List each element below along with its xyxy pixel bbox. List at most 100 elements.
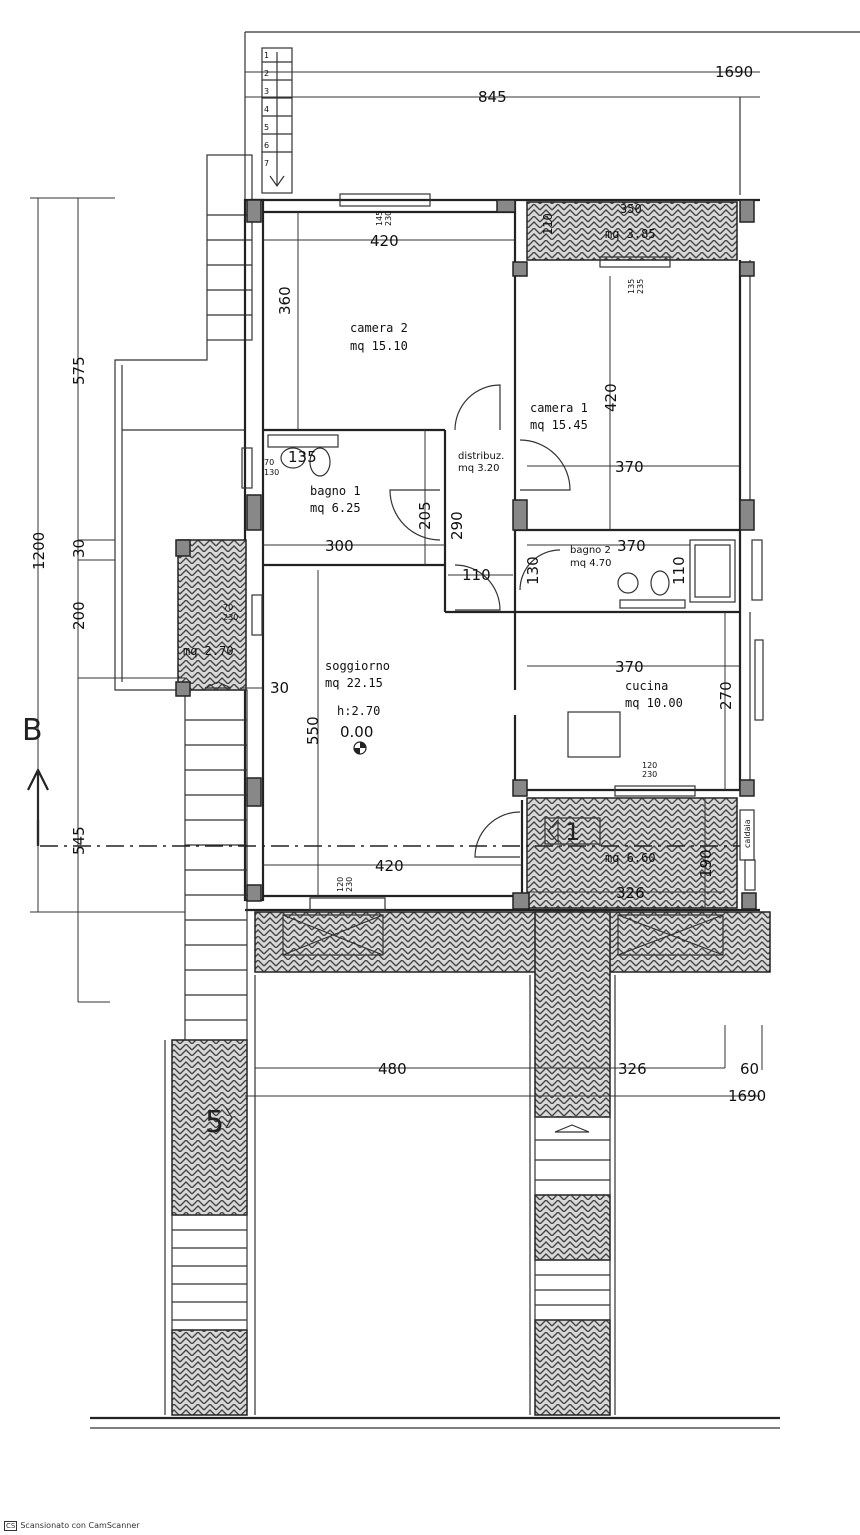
window-5-height: 230 (345, 877, 354, 892)
room-area-camera1: mq 15.45 (530, 418, 588, 432)
fixtures (267, 434, 764, 891)
window-4-width: 70 (223, 603, 233, 612)
window-1-height: 230 (384, 211, 393, 226)
dim-130: 130 (524, 556, 542, 585)
dim-420-soggiorno: 420 (375, 857, 404, 875)
center-staircase (534, 1116, 611, 1321)
dim-326-bottom: 326 (618, 1060, 647, 1078)
room-name-cucina: cucina (625, 679, 668, 693)
windows (241, 193, 696, 911)
dim-290: 290 (448, 511, 466, 540)
window-3-height: 130 (264, 468, 279, 477)
dim-420-camera1: 420 (602, 383, 620, 412)
dim-200: 200 (70, 601, 88, 630)
pillar-column-center (534, 911, 611, 1118)
stair-step-numbers: 1 2 3 4 5 6 7 (264, 51, 269, 168)
stair-step-number: 2 (264, 69, 269, 78)
dim-110-bagno2: 110 (670, 556, 688, 585)
dim-370-bagno2: 370 (617, 537, 646, 555)
stair-step-number: 1 (264, 51, 269, 60)
courtyard-outline (114, 340, 245, 691)
dimension-lines-bottom (245, 1025, 763, 1097)
stair-step-number: 4 (264, 105, 269, 114)
left-staircase (172, 681, 248, 1321)
stair-step-number: 3 (264, 87, 269, 96)
window-1-width: 145 (375, 211, 384, 226)
dim-575: 575 (70, 356, 88, 385)
terrace-bottom-area: mq 6.60 (605, 851, 656, 865)
stair-step-number: 5 (264, 123, 269, 132)
dim-480: 480 (378, 1060, 407, 1078)
window-4-height: 230 (223, 613, 238, 622)
window-5-width: 120 (336, 877, 345, 892)
dimension-lines-interior (263, 212, 740, 908)
room-area-camera2: mq 15.10 (350, 339, 408, 353)
camscanner-text: Scansionato con CamScanner (20, 1521, 140, 1530)
window-3-width: 70 (264, 458, 274, 467)
room-name-camera2: camera 2 (350, 321, 408, 335)
dimension-labels: 1690 845 420 360 420 370 135 205 290 300… (30, 63, 766, 1105)
room-name-camera1: camera 1 (530, 401, 588, 415)
pillars (175, 199, 757, 910)
pillar-column-left (171, 1039, 248, 1216)
room-area-cucina: mq 10.00 (625, 696, 683, 710)
window-2-height: 235 (636, 279, 645, 294)
doors (389, 384, 571, 858)
dim-326-terrace: 326 (616, 884, 645, 902)
terrace-top (526, 201, 738, 261)
ground-line (90, 975, 780, 1429)
camscanner-badge: CS (4, 1521, 18, 1531)
window-labels: 145 230 135 235 70 130 70 230 120 230 12… (223, 211, 657, 892)
dim-30-right: 30 (270, 679, 289, 697)
window-6-height: 230 (642, 770, 657, 779)
dim-190: 190 (697, 849, 715, 878)
dim-110-distribuz: 110 (462, 566, 491, 584)
terrace-top-area: mq 3.85 (605, 227, 656, 241)
room-name-bagno1: bagno 1 (310, 484, 361, 498)
dim-1690-bottom: 1690 (728, 1087, 766, 1105)
terrace-top-width: 350 (620, 202, 642, 216)
terrace-left (177, 539, 247, 691)
plot-boundary-top (244, 31, 860, 215)
stair-step-number: 6 (264, 141, 269, 150)
room-area-bagno2: mq 4.70 (570, 558, 612, 569)
caldaia-label: caldaia (743, 819, 752, 848)
dim-845: 845 (478, 88, 507, 106)
dim-370-camera1: 370 (615, 458, 644, 476)
dim-1200: 1200 (30, 532, 48, 570)
dimension-lines-left (30, 197, 262, 1003)
dim-545: 545 (70, 826, 88, 855)
room-area-distribuz: mq 3.20 (458, 463, 500, 474)
room-area-bagno1: mq 6.25 (310, 501, 361, 515)
window-6-width: 120 (642, 761, 657, 770)
dim-60: 60 (740, 1060, 759, 1078)
dim-30-left: 30 (70, 539, 88, 558)
room-name-distribuz: distribuz. (458, 451, 504, 462)
dim-300: 300 (325, 537, 354, 555)
section-label-b: B (22, 713, 43, 748)
dim-360: 360 (276, 286, 294, 315)
level-soggiorno: 0.00 (340, 723, 373, 741)
dim-420-camera2: 420 (370, 232, 399, 250)
terrace-bottom (526, 797, 738, 909)
dim-135: 135 (288, 448, 317, 466)
stair-number-5: 5 (205, 1105, 224, 1140)
dim-550: 550 (304, 716, 322, 745)
dim-370-cucina: 370 (615, 658, 644, 676)
stair-number-1: 1 (565, 818, 580, 846)
stair-step-number: 7 (264, 159, 269, 168)
window-2-width: 135 (627, 279, 636, 294)
level-marker-icon (353, 741, 367, 755)
dim-1690-top: 1690 (715, 63, 753, 81)
terrace-left-area: mq 2.70 (183, 644, 234, 658)
room-name-bagno2: bagno 2 (570, 545, 611, 556)
dim-270: 270 (717, 681, 735, 710)
room-name-soggiorno: soggiorno (325, 659, 390, 673)
room-height-soggiorno: h:2.70 (337, 704, 380, 718)
terrace-top-depth: 110 (541, 213, 555, 235)
dim-205: 205 (416, 501, 434, 530)
balcony-band (254, 911, 771, 973)
room-area-soggiorno: mq 22.15 (325, 676, 383, 690)
